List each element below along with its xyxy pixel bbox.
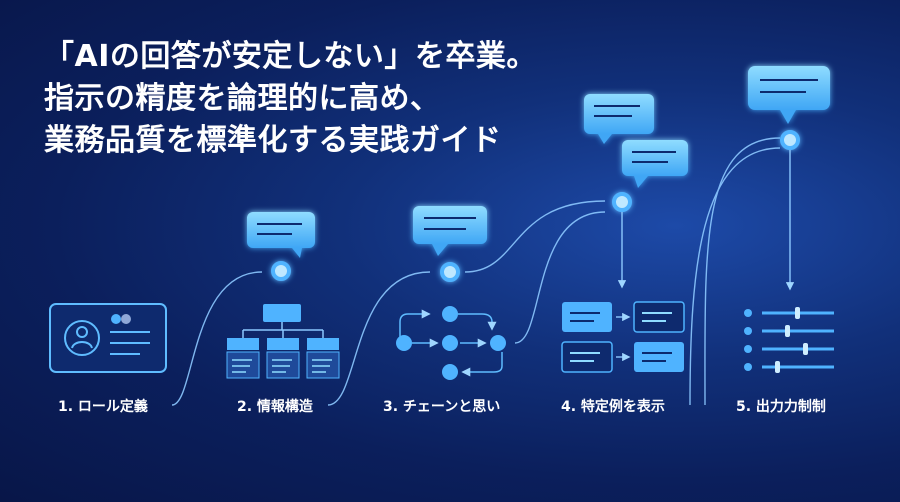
- connector-4-to-5-lower: [689, 147, 781, 406]
- step-2-chat-bubble: [247, 212, 315, 258]
- step-4-label: 4. 特定例を表示: [561, 398, 665, 415]
- connector-4-to-5-upper: [704, 137, 781, 406]
- step-2-node: [271, 261, 291, 281]
- step-3-flow-chain-icon: [396, 306, 506, 380]
- step-3-chat-bubble: [413, 206, 487, 256]
- step-5-sliders-icon: [744, 307, 834, 373]
- step-5-node: [780, 130, 800, 150]
- headline-line-1: 「AIの回答が安定しない」を卒業。: [44, 39, 537, 74]
- step-2-label: 2. 情報構造: [237, 398, 313, 415]
- step-1-profile-card-icon: [49, 303, 167, 373]
- connector-1-to-2: [171, 271, 263, 406]
- step-1-label: 1. ロール定義: [58, 398, 148, 415]
- step-3-label: 3. チェーンと思い: [383, 399, 500, 415]
- step-4-chat-bubble-back: [584, 94, 654, 144]
- step-3-node: [440, 262, 460, 282]
- headline: 「AIの回答が安定しない」を卒業。 指示の精度を論理的に高め、 業務品質を標準化…: [44, 36, 537, 162]
- step-2-hierarchy-tree-icon: [226, 304, 340, 379]
- headline-line-3: 業務品質を標準化する実践ガイド: [44, 123, 502, 158]
- step-4-example-mapping-icon: [561, 301, 685, 373]
- connector-3-to-4-lower: [514, 211, 606, 344]
- connector-lines: [171, 137, 781, 406]
- connector-3-to-4-upper: [464, 200, 606, 273]
- step-4-node: [612, 192, 632, 212]
- connector-2-to-3: [327, 271, 431, 406]
- headline-line-2: 指示の精度を論理的に高め、: [44, 81, 441, 116]
- step-labels: 1. ロール定義 2. 情報構造 3. チェーンと思い 4. 特定例を表示 5.…: [58, 398, 826, 415]
- step-5-label: 5. 出力力制制: [736, 398, 826, 415]
- step-5-chat-bubble: [748, 66, 830, 124]
- step-4-chat-bubble-front: [622, 140, 688, 188]
